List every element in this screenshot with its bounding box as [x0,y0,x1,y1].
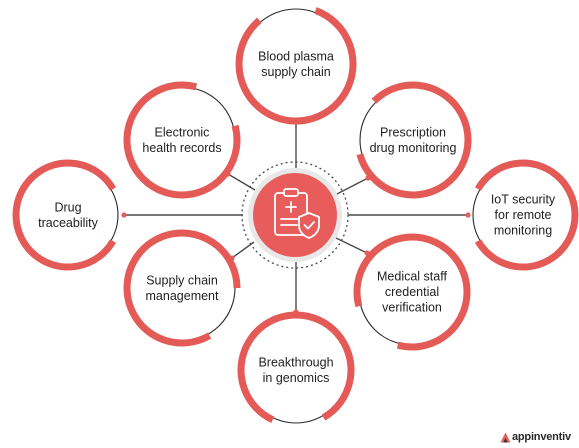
node-label-line: monitoring [494,224,552,238]
node-label-line: Electronic [155,125,210,139]
medical-clipboard-shield-icon [274,188,320,239]
node-supply-chain: Supply chain management [123,229,241,347]
node-label-line: drug monitoring [370,141,457,155]
node-ring [237,311,355,424]
node-label-line: Drug [54,200,81,214]
node-drug-traceability: Drug traceability [12,159,119,271]
connector-medical-staff [335,237,368,254]
node-label-line: Supply chain [146,273,218,287]
connector-dot-iot-security [465,212,471,218]
node-label-line: Blood plasma [258,49,334,63]
node-label-line: credential [385,285,439,299]
center-hub [241,161,349,269]
appinventiv-logo: appinventiv [500,429,571,445]
node-blood-plasma: Blood plasma supply chain [235,7,357,125]
node-ring [123,229,241,347]
node-label-line: management [146,289,219,303]
appinventiv-logo-icon [500,431,511,443]
node-label-line: for remote [495,208,552,222]
node-label-line: verification [382,301,442,315]
node-genomics: Breakthrough in genomics [237,311,355,424]
node-ring [474,159,579,271]
hub-dotted-ring [241,161,349,269]
node-label-line: traceability [38,216,98,230]
connector-prescription [334,177,369,196]
node-ring [12,159,117,271]
connector-dot-drug-traceability [121,212,127,218]
node-ring [356,81,472,199]
node-prescription: Prescription drug monitoring [356,81,472,199]
node-ring [235,7,357,125]
node-label-line: Prescription [380,125,446,139]
node-label-line: IoT security [491,193,556,207]
node-label-line: supply chain [261,65,331,79]
node-ehr: Electronic health records [123,81,241,199]
node-label-line: Medical staff [377,270,447,284]
node-ring [123,81,241,199]
connectors [121,115,471,315]
node-ring [353,233,471,351]
hub-disc [253,173,337,257]
connector-ehr [227,173,256,191]
node-label-line: health records [142,141,221,155]
appinventiv-logo-text: appinventiv [512,431,571,443]
node-label-line: Breakthrough [258,355,333,369]
node-label-line: in genomics [263,371,330,385]
